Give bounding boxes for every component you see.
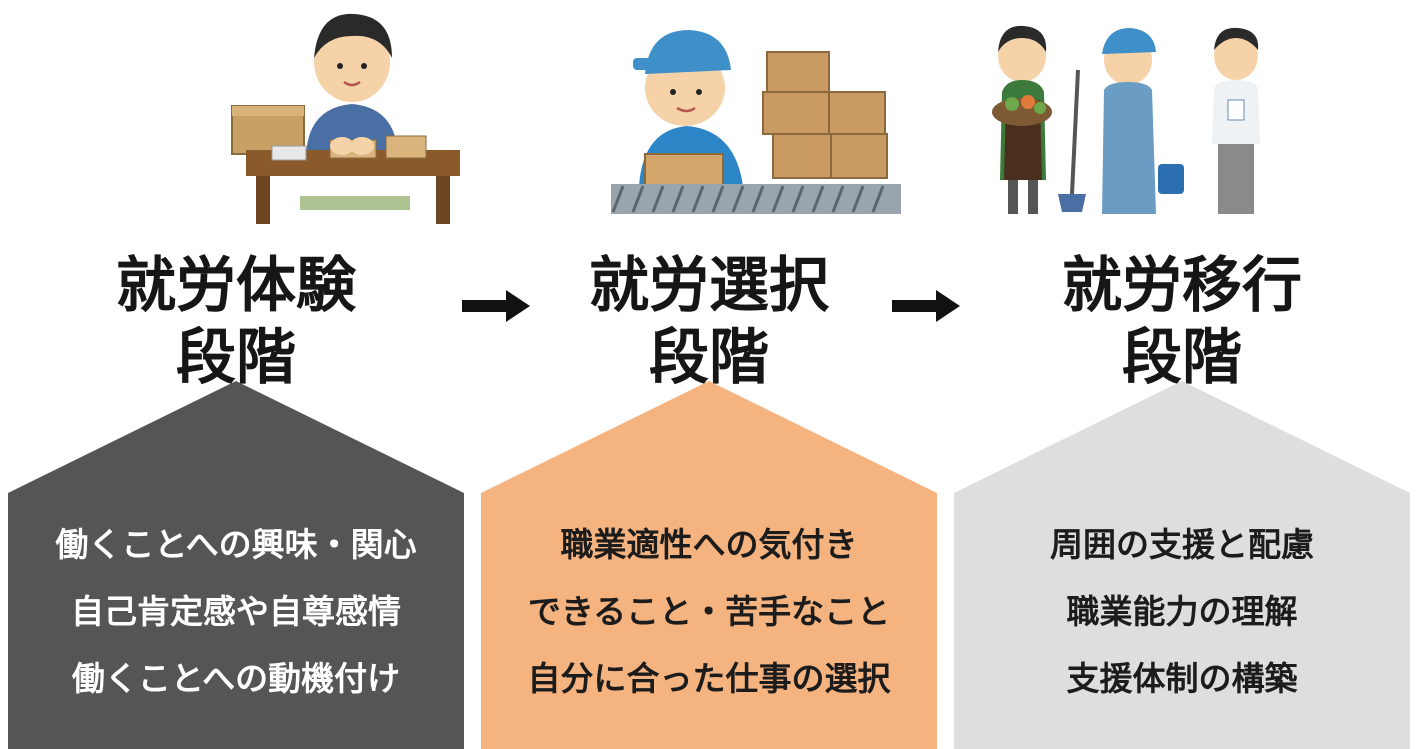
stage-item: 職業適性への気付き [560, 525, 858, 564]
stage-item: 自己肯定感や自尊感情 [71, 592, 401, 631]
house-shape [954, 381, 1410, 749]
stage-item: 支援体制の構築 [1066, 659, 1298, 698]
stage-item: 働くことへの興味・関心 [55, 525, 417, 564]
stage-title: 就労選択 段階 [473, 250, 945, 394]
stage-item: 自分に合った仕事の選択 [527, 659, 891, 698]
stage-house-panel: 職業適性への気付き できること・苦手なこと 自分に合った仕事の選択 [473, 375, 945, 749]
stage-item: 職業能力の理解 [1066, 592, 1298, 631]
stage-work-transition: 就労移行 段階 周囲の支援と配慮 職業能力の理解 支援体制の構築 [946, 0, 1418, 749]
stage-house-panel: 働くことへの興味・関心 自己肯定感や自尊感情 働くことへの動機付け [0, 375, 472, 749]
stage-work-selection: 就労選択 段階 職業適性への気付き できること・苦手なこと 自分に合った仕事の選… [473, 0, 945, 749]
arrow-right-icon [892, 290, 960, 322]
stage-work-experience: 就労体験 段階 働くことへの興味・関心 自己肯定感や自尊感情 働くことへの動機付… [0, 0, 472, 749]
house-shape [481, 381, 937, 749]
stage-item: できること・苦手なこと [527, 592, 891, 631]
stage-house-panel: 周囲の支援と配慮 職業能力の理解 支援体制の構築 [946, 375, 1418, 749]
stage-item: 周囲の支援と配慮 [1050, 525, 1314, 564]
three-workers-illustration [992, 25, 1260, 214]
worker-with-boxes-illustration [611, 30, 901, 214]
stage-title-line1: 就労移行 [1062, 251, 1302, 321]
stage-items: 周囲の支援と配慮 職業能力の理解 支援体制の構築 [946, 525, 1418, 726]
stage-title-line1: 就労選択 [589, 251, 829, 321]
person-at-desk-illustration [231, 13, 460, 224]
house-shape [8, 381, 464, 749]
stage-title: 就労体験 段階 [0, 250, 472, 394]
stage-item: 働くことへの動機付け [71, 659, 401, 698]
stage-items: 職業適性への気付き できること・苦手なこと 自分に合った仕事の選択 [473, 525, 945, 726]
stage-title-line1: 就労体験 [116, 251, 356, 321]
stage-title: 就労移行 段階 [946, 250, 1418, 394]
arrow-right-icon [462, 290, 530, 322]
stage-items: 働くことへの興味・関心 自己肯定感や自尊感情 働くことへの動機付け [0, 525, 472, 726]
